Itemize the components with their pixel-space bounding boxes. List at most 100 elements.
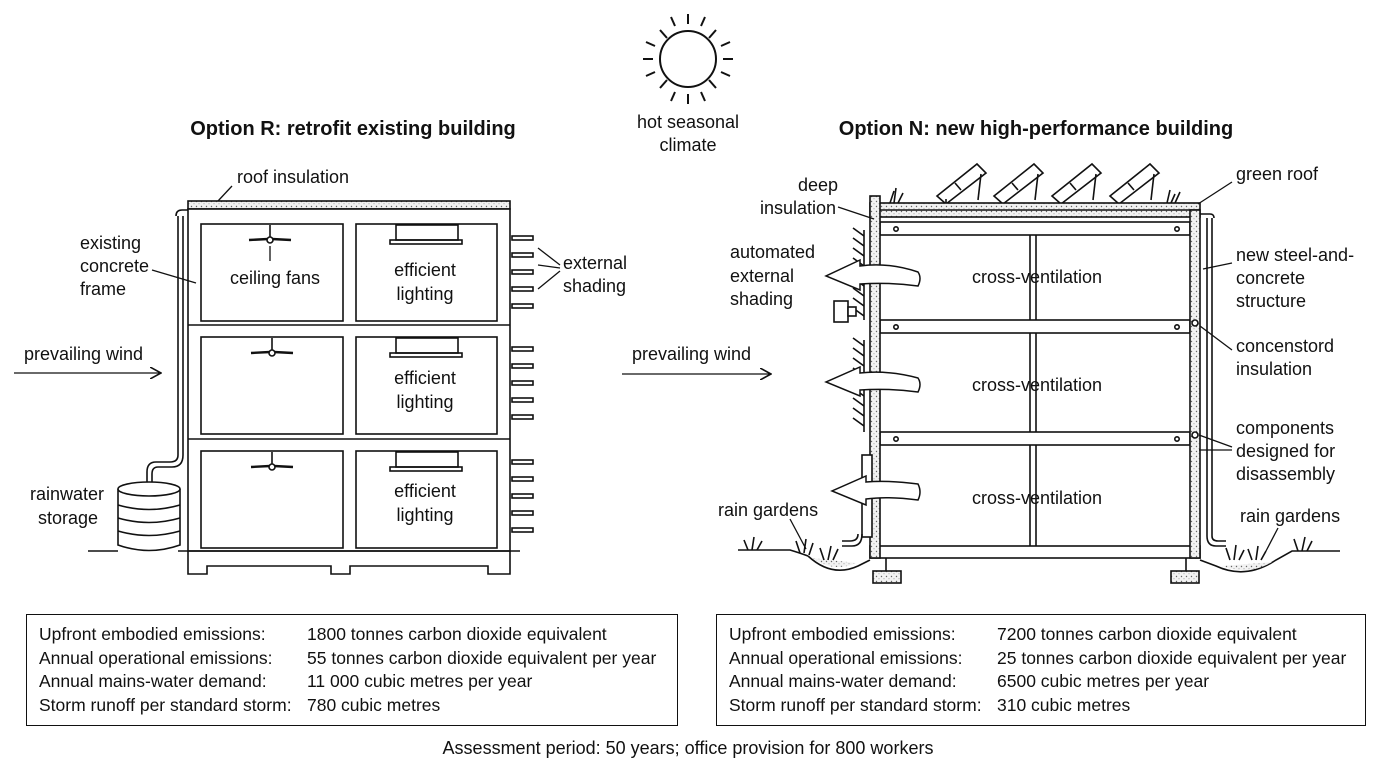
metric-label: Upfront embodied emissions: — [729, 624, 956, 644]
label-cross-ventilation-2: cross-ventilation — [972, 375, 1102, 395]
label-rain-gardens-right: rain gardens — [1240, 506, 1340, 526]
label-components-2: designed for — [1236, 441, 1335, 461]
option-n-title: Option N: new high-performance building — [839, 118, 1233, 140]
label-frame-line2: concrete — [80, 256, 149, 276]
metric-value: 55 tonnes carbon dioxide equivalent per … — [307, 647, 657, 668]
metric-label: Upfront embodied emissions: — [39, 624, 266, 644]
label-ceiling-fans: ceiling fans — [230, 268, 320, 288]
label-lighting-3b: lighting — [396, 505, 453, 525]
label-lighting-2b: lighting — [396, 392, 453, 412]
option-n-metrics-box: Upfront embodied emissions: 7200 tonnes … — [716, 614, 1366, 726]
solar-panel-icon — [1108, 162, 1161, 206]
label-roof-insulation: roof insulation — [237, 167, 349, 187]
label-deep-insulation-1: deep — [798, 175, 838, 195]
metric-label: Annual mains-water demand: — [729, 671, 957, 691]
leader-shading-1 — [537, 247, 561, 266]
sun-icon — [643, 14, 733, 104]
leader-frame — [151, 269, 197, 284]
metric-label: Storm runoff per standard storm: — [39, 694, 292, 715]
leader-deep-insulation — [837, 206, 875, 220]
label-frame-line1: existing — [80, 233, 141, 253]
label-frame-line3: frame — [80, 279, 126, 299]
airflow-arrow-icon — [830, 474, 921, 507]
metric-row: Upfront embodied emissions: 1800 tonnes … — [39, 623, 677, 647]
metric-value: 7200 tonnes carbon dioxide equivalent — [997, 624, 1297, 644]
leader-rain-garden-left — [789, 518, 807, 550]
metric-row: Annual mains-water demand: 6500 cubic me… — [729, 670, 1365, 694]
rainwater-tank-icon — [117, 481, 181, 552]
metric-row: Annual mains-water demand: 11 000 cubic … — [39, 670, 677, 694]
light-fixture-icon — [389, 451, 463, 472]
airflow-arrow-icon — [824, 365, 921, 398]
ceiling-fan-icon — [250, 338, 294, 357]
shading-actuator-icon — [833, 300, 857, 323]
ceiling-fan-icon — [250, 452, 294, 471]
light-fixture-icon — [389, 337, 463, 358]
label-deep-insulation-2: insulation — [760, 198, 836, 218]
grass-icon — [1166, 189, 1181, 204]
label-green-roof: green roof — [1236, 164, 1319, 184]
leader-shading-2 — [537, 264, 561, 269]
metric-row: Storm runoff per standard storm: 780 cub… — [39, 694, 677, 718]
metric-value: 1800 tonnes carbon dioxide equivalent — [307, 624, 607, 644]
leader-components-1 — [1198, 434, 1233, 448]
metric-row: Annual operational emissions: 55 tonnes … — [39, 647, 677, 671]
label-external-shading-2: shading — [563, 276, 626, 296]
light-fixture-icon — [389, 224, 463, 245]
metric-label: Storm runoff per standard storm: — [729, 694, 982, 715]
ceiling-fan-icon — [248, 225, 292, 244]
leader-green-roof — [1197, 181, 1233, 205]
metric-value: 6500 cubic metres per year — [997, 671, 1210, 691]
label-structure-3: structure — [1236, 291, 1306, 311]
grass-icon — [1225, 544, 1245, 561]
label-auto-shading-2: external — [730, 266, 794, 286]
label-wind-r: prevailing wind — [24, 344, 143, 364]
solar-panel-icon — [1050, 162, 1103, 206]
label-cross-ventilation-3: cross-ventilation — [972, 488, 1102, 508]
label-lighting-2a: efficient — [394, 368, 456, 388]
assessment-footnote: Assessment period: 50 years; office prov… — [442, 738, 934, 758]
grass-icon — [819, 545, 839, 561]
option-r-building — [88, 200, 534, 575]
label-cross-ventilation-1: cross-ventilation — [972, 267, 1102, 287]
leader-rain-garden-right — [1265, 527, 1279, 552]
solar-panel-icon — [935, 162, 988, 206]
label-lighting-1b: lighting — [396, 284, 453, 304]
option-r-title: Option R: retrofit existing building — [190, 118, 516, 140]
label-structure-1: new steel-and- — [1236, 245, 1354, 265]
leader-insulation — [1199, 325, 1233, 351]
metric-label: Annual mains-water demand: — [39, 671, 267, 691]
airflow-arrow-icon — [824, 258, 921, 292]
label-auto-shading-1: automated — [730, 242, 815, 262]
metric-row: Annual operational emissions: 25 tonnes … — [729, 647, 1365, 671]
label-components-1: components — [1236, 418, 1334, 438]
metric-value: 11 000 cubic metres per year — [307, 671, 533, 691]
grass-icon — [1293, 536, 1313, 552]
metric-value: 25 tonnes carbon dioxide equivalent per … — [997, 647, 1347, 668]
climate-label-line2: climate — [659, 135, 716, 155]
metric-value: 780 cubic metres — [307, 694, 441, 715]
grass-icon — [889, 187, 904, 204]
label-lighting-3a: efficient — [394, 481, 456, 501]
leader-structure — [1202, 262, 1233, 270]
label-insulation-1: concenstord — [1236, 336, 1334, 356]
airflow-arrows — [824, 258, 921, 507]
label-lighting-1a: efficient — [394, 260, 456, 280]
leader-roof-insulation — [217, 185, 233, 202]
metric-row: Storm runoff per standard storm: 310 cub… — [729, 694, 1365, 718]
climate-label-line1: hot seasonal — [637, 112, 739, 132]
label-components-3: disassembly — [1236, 464, 1335, 484]
label-rainwater-2: storage — [38, 508, 98, 528]
label-auto-shading-3: shading — [730, 289, 793, 309]
leader-shading-3 — [537, 270, 561, 290]
label-rainwater-1: rainwater — [30, 484, 104, 504]
metric-label: Annual operational emissions: — [729, 647, 963, 668]
metric-value: 310 cubic metres — [997, 694, 1131, 715]
grass-icon — [743, 536, 763, 551]
metric-row: Upfront embodied emissions: 7200 tonnes … — [729, 623, 1365, 647]
label-external-shading-1: external — [563, 253, 627, 273]
solar-panel-icon — [992, 162, 1045, 206]
metric-label: Annual operational emissions: — [39, 647, 273, 668]
